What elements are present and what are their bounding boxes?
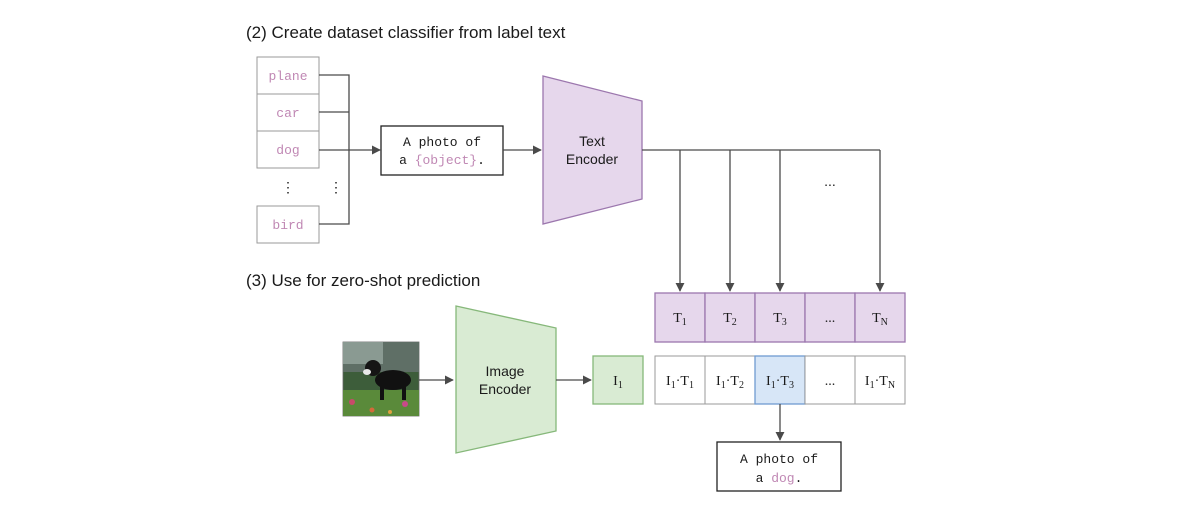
- t-cell-3: [754, 292, 806, 343]
- sim-cell-3-highlighted: [754, 355, 806, 405]
- prompt-line2-prefix: a: [399, 153, 415, 168]
- result-line2-suffix: .: [795, 471, 803, 486]
- sim-cell-ellipsis: [804, 355, 856, 405]
- label-dog: dog: [276, 143, 299, 158]
- sim-cell-1: [654, 355, 706, 405]
- prompt-line2: a {object}.: [399, 153, 485, 168]
- prompt-placeholder: {object}: [415, 153, 477, 168]
- label-bird: bird: [272, 218, 303, 233]
- result-word: dog: [771, 471, 794, 486]
- t-label-n: TN: [872, 311, 888, 328]
- t-label-1: T1: [673, 311, 687, 328]
- t-label-3: T3: [773, 311, 787, 328]
- image-encoder-label-line2: Encoder: [479, 381, 531, 397]
- image-embedding-box: [592, 355, 644, 405]
- connector-ellipsis: ⋮: [329, 179, 343, 195]
- label-box-dog: [256, 130, 320, 169]
- image-embedding-base: I: [613, 374, 618, 389]
- result-line2-prefix: a: [756, 471, 772, 486]
- t-label-2: T2: [723, 311, 737, 328]
- result-line1: A photo of: [740, 452, 818, 467]
- prompt-template-box: [380, 125, 504, 176]
- t-cell-n: [854, 292, 906, 343]
- sim-label-ellipsis: ...: [825, 374, 836, 389]
- section2-heading: (2) Create dataset classifier from label…: [246, 23, 566, 42]
- sim-label-1: I1·T1: [666, 374, 694, 391]
- dog-photo: [342, 341, 420, 417]
- prompt-line1: A photo of: [403, 135, 481, 150]
- sim-label-n: I1·TN: [865, 374, 895, 391]
- t-cell-2: [704, 292, 756, 343]
- image-embedding-label: I1: [613, 374, 623, 391]
- label-list-ellipsis: ⋮: [281, 179, 295, 195]
- text-encoder-shape: [542, 75, 643, 225]
- text-embedding-row: T1 T2 T3 ... TN: [654, 292, 906, 343]
- t-label-ellipsis: ...: [825, 311, 836, 326]
- image-encoder-label-line1: Image: [486, 363, 525, 379]
- section3-heading: (3) Use for zero-shot prediction: [246, 271, 480, 290]
- result-line2: a dog.: [756, 471, 803, 486]
- label-connectors: [319, 74, 381, 225]
- sim-label-3: I1·T3: [766, 374, 794, 391]
- image-encoder-shape: [455, 305, 557, 454]
- sim-cell-n: [854, 355, 906, 405]
- text-encoder-label-line1: Text: [579, 133, 605, 149]
- label-plane: plane: [268, 69, 307, 84]
- similarity-row: I1·T1 I1·T2 I1·T3 ... I1·TN: [654, 355, 906, 405]
- text-encoder-label-line2: Encoder: [566, 151, 618, 167]
- sim-label-2: I1·T2: [716, 374, 744, 391]
- prompt-line2-suffix: .: [477, 153, 485, 168]
- label-car: car: [276, 106, 299, 121]
- label-list: plane car dog ⋮ ⋮ bird: [256, 56, 343, 244]
- result-box: [716, 441, 842, 492]
- label-box-plane: [256, 56, 320, 95]
- image-embedding-sub: 1: [618, 380, 623, 391]
- outputs-ellipsis: ...: [824, 173, 836, 189]
- text-encoder-outputs: ...: [642, 149, 885, 292]
